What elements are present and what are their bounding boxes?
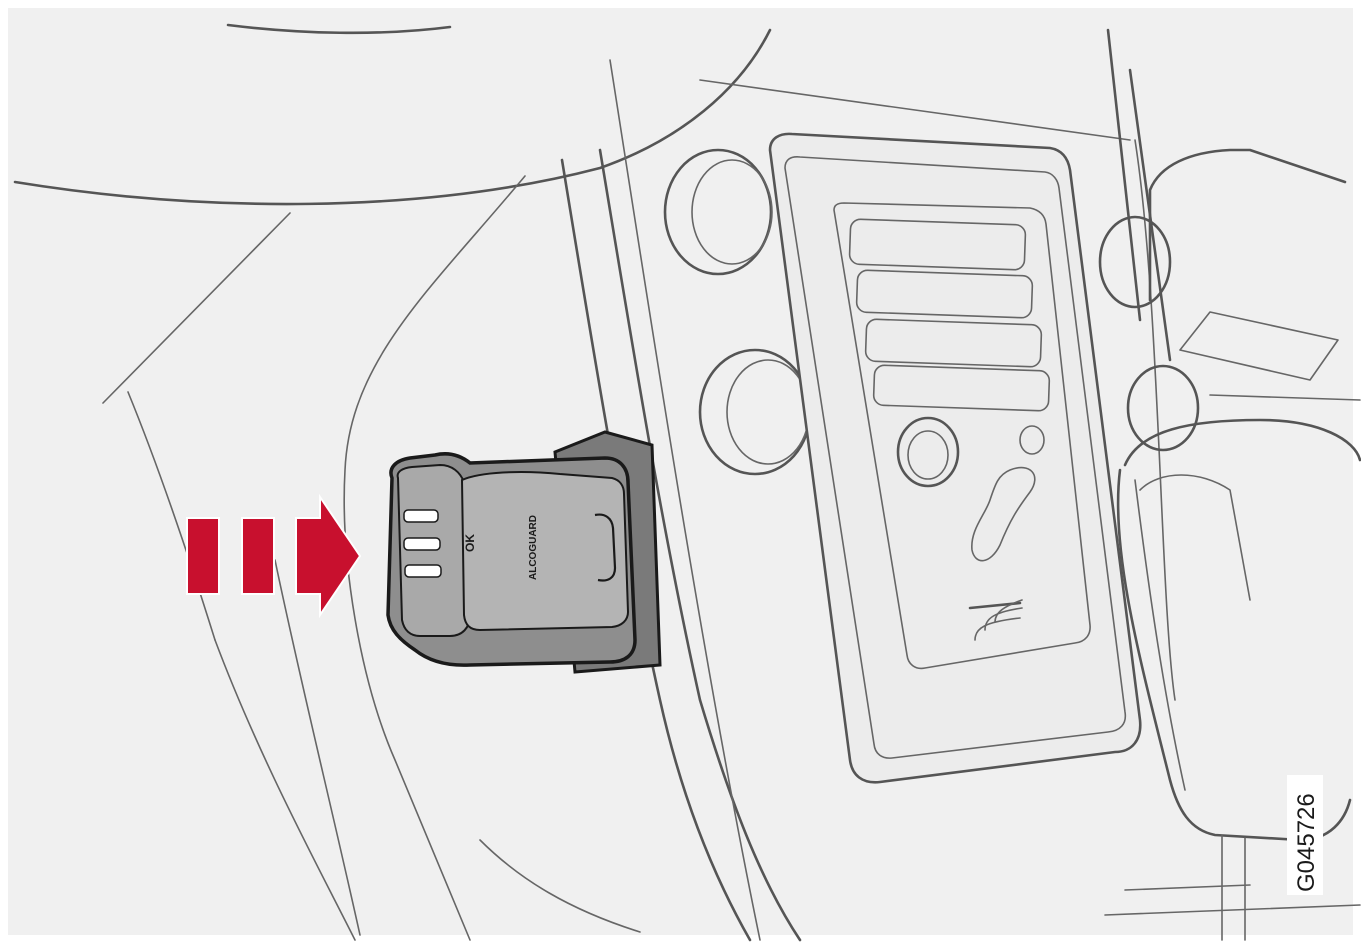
alcoguard-device-icon: OK ALCOGUARD (388, 432, 660, 672)
figure-code: G045726 (1293, 793, 1320, 892)
background (8, 8, 1353, 935)
status-led-2 (404, 538, 440, 550)
led-label-ok: OK (463, 534, 477, 552)
status-led-1 (404, 510, 438, 522)
status-led-3 (405, 565, 441, 577)
device-label: ALCOGUARD (528, 515, 539, 580)
